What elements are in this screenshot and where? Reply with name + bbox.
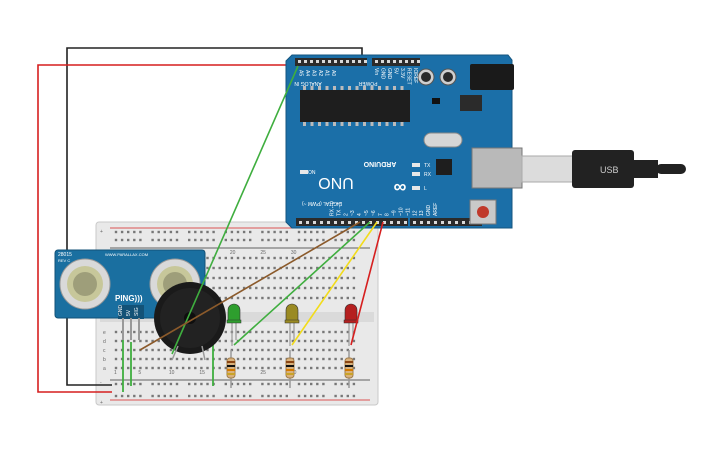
power-pin-label: IOREF (412, 68, 418, 83)
column-number: 25 (260, 370, 266, 376)
wire-red-led[interactable] (350, 221, 384, 346)
power-pin-label: 3.3V (399, 68, 405, 79)
digital-pin-label: GND (426, 205, 432, 217)
digital-pin-label: 2 (343, 213, 349, 216)
resistors (226, 350, 354, 388)
digital-pin-label: ~10 (399, 207, 405, 216)
power-pin-label: 5V (393, 68, 399, 75)
power-pin-label: GND (386, 68, 392, 80)
wire-green-sensor-sig[interactable] (171, 65, 299, 355)
wire-yellow-led[interactable] (291, 221, 378, 346)
led[interactable] (284, 303, 300, 346)
analog-header-label: ANALOG IN (294, 80, 322, 86)
wire-black-long[interactable] (66, 47, 363, 386)
usb-cable[interactable]: USB (521, 150, 686, 188)
analog-pin-label: A3 (311, 70, 317, 76)
column-number: 25 (260, 250, 266, 256)
crystal-oscillator (423, 132, 463, 148)
board-led-label: ON (308, 170, 316, 176)
sensor-pin-label: 5V (126, 309, 132, 316)
analog-pin-label: A1 (324, 70, 330, 76)
sensor-legs (122, 318, 140, 340)
power-header-label: POWER (358, 80, 377, 86)
digital-pin-label: TX→1 (336, 202, 342, 216)
row-letter: c (103, 348, 106, 354)
digital-header-label: DIGITAL (PWM ~) (302, 200, 342, 206)
arduino-uno[interactable]: ON L TX RX ∞ UNO ARDUINO POWER ANALOG IN DI… (285, 54, 523, 229)
resistor[interactable] (344, 350, 354, 388)
rx-led (412, 172, 420, 176)
column-number: 1 (114, 370, 117, 376)
digital-header-right (410, 218, 482, 226)
digital-pin-label: RX←0 (330, 201, 336, 216)
wire-brown-buzzer[interactable] (139, 221, 361, 351)
arduino-brand: ARDUINO (363, 160, 396, 167)
column-number: 10 (169, 370, 175, 376)
leds (226, 303, 359, 346)
power-jack (470, 64, 514, 90)
sensor-url: WWW.PARALLAX.COM (105, 252, 148, 257)
board-led-label: L (424, 186, 427, 192)
digital-pin-label: 7 (378, 213, 384, 216)
sensor-pin-label: SIG (134, 307, 140, 316)
rail-minus-bottom: - (100, 380, 102, 386)
power-pin-label: GND (380, 68, 386, 80)
digital-pin-label: 4 (357, 213, 363, 216)
sensor-rev: REV C (58, 258, 70, 263)
ping-sensor[interactable]: 28015 REV C WWW.PARALLAX.COM PING))) GND… (54, 249, 206, 319)
board-led-label: RX (424, 172, 432, 178)
digital-pin-label: 8 (385, 213, 391, 216)
digital-pin-label: 13 (419, 210, 425, 216)
column-number: 20 (230, 250, 236, 256)
row-letter: a (103, 366, 106, 372)
board-led-label: TX (424, 163, 431, 169)
wire-green-led[interactable] (233, 221, 371, 346)
on-led (300, 170, 308, 174)
digital-pin-label: ~11 (405, 208, 411, 216)
usb-label: USB (600, 165, 619, 175)
rail-plus-bottom: + (100, 400, 103, 406)
microcontroller-chip (300, 90, 410, 122)
row-letter: e (103, 330, 106, 336)
power-pin-label: RESET (406, 68, 412, 85)
arduino-logo-symbol: ∞ (393, 178, 406, 198)
digital-header-left (296, 218, 408, 226)
sensor-pin-label: GND (118, 305, 124, 317)
usb-port (471, 147, 523, 189)
analog-pin-label: A0 (330, 70, 336, 76)
sensor-name: PING))) (115, 294, 143, 303)
row-letter: b (103, 357, 106, 363)
resistor[interactable] (285, 350, 295, 388)
analog-pin-label: A5 (298, 70, 304, 76)
digital-pin-label: ~5 (364, 210, 370, 216)
led[interactable] (343, 303, 359, 346)
analog-pin-label: A2 (317, 70, 323, 76)
digital-pin-label: 12 (412, 210, 418, 216)
power-pin-label: Vin (373, 68, 379, 75)
l-led (412, 186, 420, 190)
resistor[interactable] (226, 350, 236, 388)
wire-red-long[interactable] (37, 64, 318, 393)
sensor-model: 28015 (58, 252, 72, 258)
row-letter: d (103, 339, 106, 345)
usb-chip (436, 159, 452, 175)
column-number: 30 (291, 250, 297, 256)
digital-pin-label: ~3 (350, 210, 356, 216)
column-number: 15 (199, 370, 205, 376)
arduino-model: UNO (318, 174, 354, 191)
voltage-regulator (460, 95, 482, 111)
led[interactable] (226, 303, 242, 346)
tx-led (412, 163, 420, 167)
column-number: 5 (138, 370, 141, 376)
digital-pin-label: AREF (433, 203, 439, 216)
digital-pin-label: ~9 (392, 210, 398, 216)
rail-plus-top: + (100, 229, 103, 235)
analog-pin-label: A4 (304, 70, 310, 76)
digital-pin-label: ~6 (371, 210, 377, 216)
